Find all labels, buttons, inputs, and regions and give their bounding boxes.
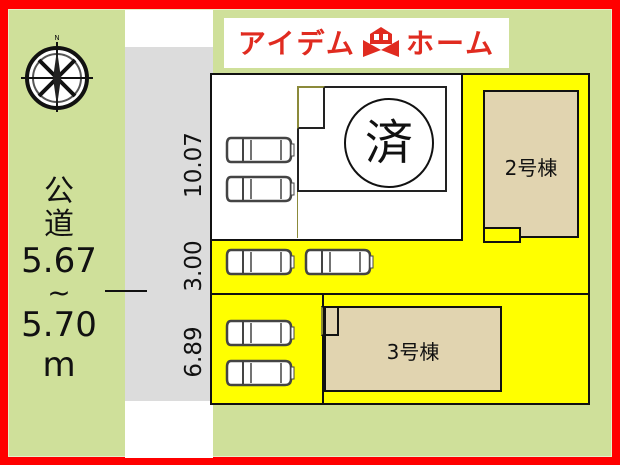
building-2-label: 2号棟 <box>504 156 558 180</box>
lot1-depth-dimension: 10.07 <box>181 132 207 198</box>
road-top-gap <box>125 10 213 47</box>
building-3-label: 3号棟 <box>386 340 440 364</box>
compass-rose-icon: N <box>21 34 93 112</box>
car-icon <box>225 175 295 203</box>
building-1-porch <box>297 86 325 129</box>
road-width-min: 5.67 <box>21 241 97 281</box>
logo-text-right: ホーム <box>405 27 496 60</box>
car-icon <box>225 319 295 347</box>
house-logo-icon <box>362 27 399 57</box>
road-width-unit: m <box>42 345 76 385</box>
building-3-porch <box>321 306 339 336</box>
sold-badge: 済 <box>344 98 434 188</box>
site-plan-canvas: アイデム ホーム N 公 道 5.67 ~ 5. <box>8 9 612 458</box>
company-logo: アイデム ホーム <box>224 18 509 68</box>
road-width-max: 5.70 <box>21 305 97 345</box>
driveway-width-dimension: 3.00 <box>181 240 207 292</box>
lot3-boundary-left <box>322 293 324 405</box>
road-label-kanji-2: 道 <box>44 207 74 242</box>
car-icon <box>225 248 295 276</box>
road-bottom-gap <box>125 401 213 458</box>
lot3-boundary-top <box>210 293 590 295</box>
building-3[interactable]: 3号棟 <box>324 306 502 392</box>
road-width-tilde: ~ <box>47 276 71 309</box>
building-2[interactable]: 2号棟 <box>483 90 579 238</box>
building-2-porch <box>483 227 521 243</box>
road-label-kanji-1: 公 <box>44 174 74 209</box>
lot3-depth-dimension: 6.89 <box>181 326 207 378</box>
public-road <box>125 10 213 458</box>
car-icon <box>225 136 295 164</box>
svg-text:N: N <box>54 34 59 42</box>
road-width-label: 公 道 5.67 ~ 5.70 m <box>9 175 109 385</box>
road-dimension-line <box>105 290 147 292</box>
car-icon <box>225 359 295 387</box>
car-icon <box>304 248 374 276</box>
logo-text-left: アイデム <box>237 27 356 60</box>
